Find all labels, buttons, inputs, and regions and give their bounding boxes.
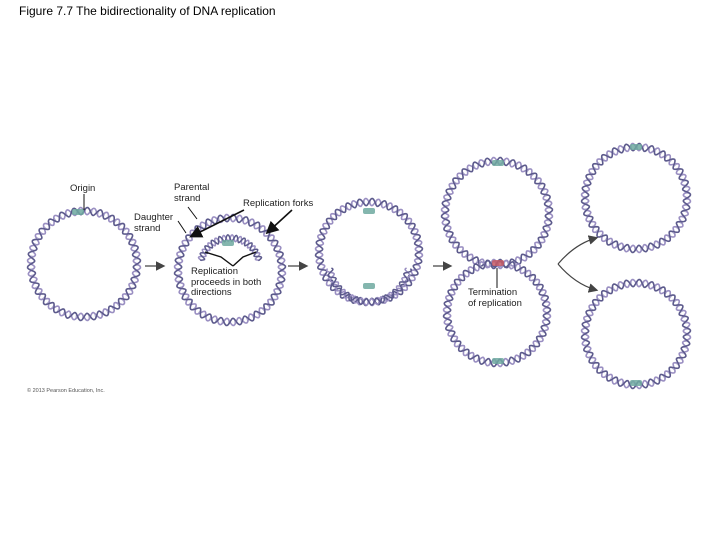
dna-circle-stage-2 — [173, 213, 287, 327]
replication-forks-label: Replication forks — [243, 198, 314, 209]
copyright-notice: © 2013 Pearson Education, Inc. — [27, 388, 105, 394]
dna-circle-stage-3 — [314, 197, 424, 307]
origin-marker — [222, 240, 234, 246]
termination-marker — [492, 260, 504, 266]
dna-strand-inner — [440, 156, 554, 270]
fork-pointer-right — [265, 209, 293, 235]
parental-strand-label: Parental strand — [174, 182, 210, 204]
fork-pointer-left — [189, 209, 245, 238]
origin-marker — [630, 380, 642, 386]
direction-pointer-left — [204, 251, 234, 267]
dna-strand-inner — [580, 142, 692, 254]
dna-strand-inner — [26, 206, 142, 322]
dna-circles — [26, 142, 692, 390]
dna-strand-inner — [199, 234, 263, 262]
dna-strand-inner — [173, 213, 287, 327]
origin-marker — [363, 208, 375, 214]
origin-marker — [72, 209, 84, 215]
daughter-circle-bottom — [580, 278, 692, 390]
direction-pointer-right — [232, 251, 257, 267]
dna-circle-stage-4-bottom — [442, 258, 552, 368]
termination-label: Termination of replication — [468, 287, 522, 309]
dna-strand-inner — [580, 278, 692, 390]
label-pointers — [83, 194, 498, 288]
daughter-bubble-stage-2 — [197, 234, 263, 262]
origin-label: Origin — [70, 183, 96, 194]
daughter-strand-label: Daughter strand — [134, 212, 174, 234]
split-arrow-top — [557, 235, 599, 265]
split-arrow-bottom — [557, 263, 599, 293]
replication-proceeds-label: Replication proceeds in both directions — [191, 266, 262, 298]
origin-marker — [492, 160, 504, 166]
origin-marker — [630, 144, 642, 150]
dna-circle-stage-4-top — [440, 156, 554, 270]
dna-circle-stage-1 — [26, 206, 142, 322]
dna-strand-inner — [442, 258, 552, 368]
daughter-pointer — [177, 220, 187, 234]
markers — [72, 144, 642, 386]
parental-pointer — [187, 206, 198, 220]
process-arrows — [145, 235, 599, 293]
figure-title: Figure 7.7 The bidirectionality of DNA r… — [19, 4, 276, 18]
dna-strand-inner — [327, 267, 413, 306]
daughter-bubble-stage-3 — [325, 267, 413, 306]
origin-marker — [363, 283, 375, 289]
origin-marker — [492, 358, 504, 364]
daughter-circle-top — [580, 142, 692, 254]
